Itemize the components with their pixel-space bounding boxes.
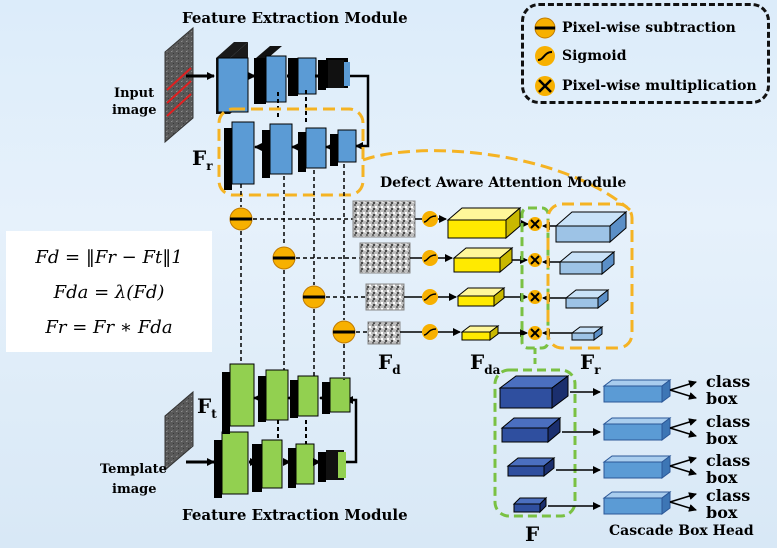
attention-module-title: Defect Aware Attention Module (380, 175, 627, 191)
fd-heatmaps (352, 200, 416, 345)
fr-top-dashed-box (217, 107, 365, 197)
top-backbone-blocks (216, 42, 350, 114)
input-image (164, 26, 194, 144)
top-module-title: Feature Extraction Module (182, 9, 408, 27)
legend-subtraction: Pixel-wise subtraction (534, 17, 736, 39)
f-dashed-box (493, 368, 577, 518)
f-label: F (525, 522, 540, 546)
bottom-module-title: Feature Extraction Module (182, 506, 408, 524)
legend-multiplication: Pixel-wise multiplication (534, 75, 757, 97)
cascade-head-boxes (602, 379, 672, 515)
multiplication-icon (535, 76, 555, 96)
subtraction-operators (229, 207, 356, 344)
equation-fd: Fd = ‖Fr − Ft‖1 (35, 247, 183, 268)
input-label-line2: image (112, 103, 157, 118)
template-label-line1: Template (100, 462, 167, 477)
fr-top-label: Fr (192, 146, 213, 173)
fda-plates (446, 206, 522, 341)
input-label-line1: Input (114, 86, 155, 101)
fr-connector-curve (362, 149, 631, 212)
fr-right-plates (554, 210, 628, 341)
legend: Pixel-wise subtraction Sigmoid Pixel-wis… (521, 3, 770, 104)
legend-sigmoid: Sigmoid (534, 45, 626, 67)
bottom-backbone-blocks (214, 431, 346, 498)
fr-right-dashed-box (546, 202, 634, 350)
cascade-head-title: Cascade Box Head (609, 523, 754, 539)
bottom-fpn-blocks (222, 363, 351, 434)
ft-label: Ft (197, 394, 217, 421)
equation-fda: Fda = λ(Fd) (53, 282, 165, 303)
template-label-line2: image (112, 482, 157, 497)
top-fpn-blocks (224, 121, 357, 190)
subtraction-icon (534, 17, 556, 39)
equation-fr: Fr = Fr ∗ Fda (45, 317, 173, 338)
fda-label: Fda (470, 350, 501, 377)
fused-features (498, 375, 570, 514)
feature-feed-lines (240, 164, 368, 380)
sigmoid-icon (535, 46, 555, 66)
template-image (164, 390, 194, 472)
multiplication-operators (528, 217, 542, 340)
fd-label: Fd (378, 350, 401, 377)
equations-box: Fd = ‖Fr − Ft‖1 Fda = λ(Fd) Fr = Fr ∗ Fd… (6, 231, 212, 352)
sigmoid-operators (422, 211, 438, 340)
fr-right-label: Fr (580, 350, 601, 377)
